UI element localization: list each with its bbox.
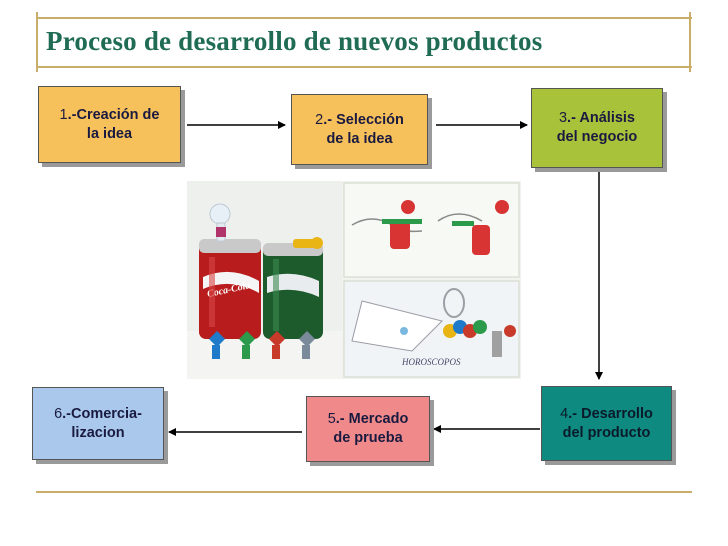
key-ring-sketch: HOROSCOPOS: [351, 288, 516, 367]
cans-photo: Coca-Cola: [187, 181, 342, 379]
step-box-creacion: 1.-Creación de la idea: [38, 86, 181, 163]
bottom-rule: [36, 491, 692, 493]
step-label-line1: .- Selección: [323, 111, 404, 128]
step-label-line1: .-Creación de: [67, 106, 160, 123]
step-number: 1: [59, 106, 68, 123]
step-label-line2: de prueba: [333, 430, 403, 446]
horoscopos-sticker: HOROSCOPOS: [401, 357, 461, 367]
colored-keys: [209, 331, 315, 359]
instructions-photo: HOROSCOPOS: [342, 181, 521, 379]
step-label-line2: de la idea: [326, 130, 393, 147]
red-can: Coca-Cola: [199, 239, 261, 339]
title-right-rule: [689, 12, 691, 72]
step-box-seleccion: 2.- Selección de la idea: [291, 94, 428, 165]
step-label-line2: la idea: [86, 125, 133, 142]
cans-illustration: Coca-Cola: [187, 181, 342, 379]
step-label-line1: .- Análisis: [567, 110, 636, 126]
step-number: 2: [315, 111, 324, 128]
yellow-key-icon: [293, 237, 323, 249]
top-rule: [36, 17, 692, 19]
title-left-rule: [36, 12, 38, 72]
step-label-line2: del negocio: [556, 129, 638, 145]
step-number: 3: [558, 110, 568, 126]
step-box-comercializacion: 6.-Comercia- lizacion: [32, 387, 164, 460]
instructions-illustration: HOROSCOPOS: [342, 181, 521, 379]
step-box-mercado: 5.- Mercado de prueba: [306, 396, 430, 462]
step-label-line1: .- Desarrollo: [568, 405, 653, 422]
page-title: Proceso de desarrollo de nuevos producto…: [46, 26, 543, 56]
step-box-desarrollo: 4.- Desarrollo del producto: [541, 386, 672, 461]
title-underline: [36, 66, 692, 68]
step-number: 4: [560, 405, 569, 422]
step-number: 5: [327, 411, 336, 427]
step-label-line1: .- Mercado: [335, 411, 409, 427]
step-label-line1: .-Comercia-: [62, 405, 142, 422]
hand-can-sketch: [351, 200, 509, 255]
step-number: 6: [54, 405, 63, 422]
step-label-line2: lizacion: [71, 424, 125, 441]
step-label-line2: del producto: [562, 424, 651, 441]
green-can: [263, 243, 323, 339]
can-key-icon: [209, 203, 231, 242]
step-box-analisis: 3.- Análisis del negocio: [531, 88, 663, 168]
